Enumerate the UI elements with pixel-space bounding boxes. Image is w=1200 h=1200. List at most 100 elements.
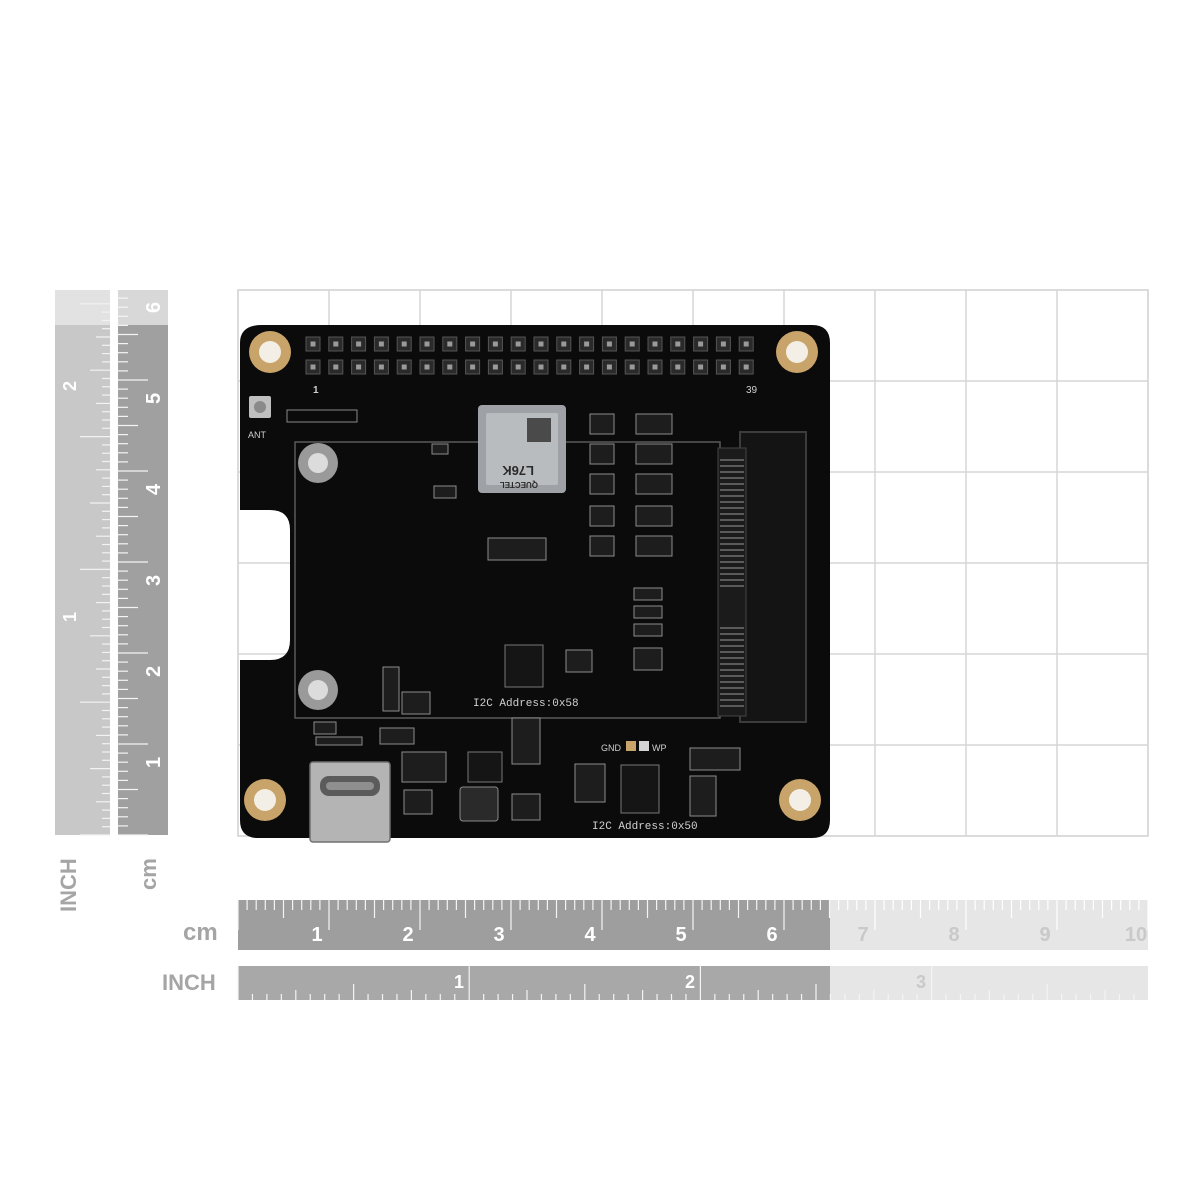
pin39-label: 39	[746, 385, 758, 396]
smd-part	[487, 537, 547, 561]
wp-label: WP	[652, 743, 667, 753]
pin-tip	[675, 364, 681, 370]
smd-part	[313, 721, 337, 735]
smd-part	[511, 793, 541, 821]
standoff	[298, 670, 338, 710]
smd-part	[635, 443, 673, 465]
eeprom-chip	[620, 764, 660, 814]
pin-tip	[447, 364, 453, 370]
smd-part	[635, 413, 673, 435]
usb-c-connector	[309, 761, 391, 843]
smd-part	[633, 623, 663, 637]
ruler-number: 1	[454, 972, 464, 992]
ruler-number: 3	[916, 972, 926, 992]
pin-tip	[698, 364, 704, 370]
smd-part	[382, 666, 400, 712]
smd-components	[313, 413, 741, 821]
smd-part	[574, 763, 606, 803]
pin-tip	[424, 364, 430, 370]
pin-tip	[515, 341, 521, 347]
ruler-number: 2	[60, 381, 80, 391]
pin-tip	[743, 341, 749, 347]
smd-part	[589, 413, 615, 435]
pin-tip	[629, 341, 635, 347]
pin-tip	[470, 341, 476, 347]
pin-tip	[743, 364, 749, 370]
pin-tip	[606, 364, 612, 370]
smd-part	[689, 747, 741, 771]
ruler-number: 6	[143, 302, 165, 313]
ruler-bottom-inch	[237, 966, 1148, 1000]
smd-part	[633, 647, 663, 671]
pin-tip	[720, 364, 726, 370]
ruler-unit-label: INCH	[162, 970, 216, 995]
smd-part	[589, 443, 615, 465]
pin-tip	[515, 364, 521, 370]
ruler-number: 4	[143, 483, 165, 495]
module-brand: QUECTEL	[500, 480, 538, 489]
pin-tip	[401, 341, 407, 347]
pin-tip	[378, 364, 384, 370]
antenna-label: ANT	[248, 430, 267, 440]
ruler-number: 8	[948, 924, 959, 946]
gnd-label: GND	[601, 743, 622, 753]
standoff	[298, 443, 338, 483]
pin-tip	[310, 341, 316, 347]
smd-part	[589, 535, 615, 557]
mounting-hole	[779, 779, 821, 821]
ruler-number: 3	[493, 924, 504, 946]
ruler-number: 4	[584, 924, 596, 946]
pin-tip	[447, 341, 453, 347]
pin-tip	[424, 341, 430, 347]
mounting-hole	[249, 331, 291, 373]
smd-part	[635, 505, 673, 527]
pin-tip	[333, 364, 339, 370]
smd-part	[635, 535, 673, 557]
eeprom-chip	[504, 644, 544, 688]
pin-tip	[584, 364, 590, 370]
smd-part	[431, 443, 449, 455]
ruler-number: 5	[675, 924, 686, 946]
ruler-bottom-cm	[237, 900, 1149, 950]
ruler-number: 1	[311, 924, 322, 946]
smd-part	[689, 775, 717, 817]
ruler-number: 2	[685, 972, 695, 992]
pin-tip	[652, 364, 658, 370]
ruler-number: 7	[857, 924, 868, 946]
ruler-unit-label: cm	[183, 919, 218, 946]
pin-tip	[561, 364, 567, 370]
smd-part	[401, 691, 431, 715]
pin-tip	[561, 341, 567, 347]
ruler-left-cm	[118, 290, 168, 836]
ruler-number: 1	[143, 757, 165, 768]
smd-part	[589, 473, 615, 495]
pin-tip	[584, 341, 590, 347]
pin-tip	[538, 364, 544, 370]
regulator-chip	[467, 751, 503, 783]
pin-tip	[401, 364, 407, 370]
smd-part	[401, 751, 447, 783]
ruler-number: 5	[143, 393, 165, 404]
gnss-module: L76K QUECTEL	[478, 405, 566, 493]
pin-tip	[606, 341, 612, 347]
ruler-unit-label: INCH	[56, 858, 81, 912]
pin-tip	[492, 341, 498, 347]
pin-tip	[698, 341, 704, 347]
smd-part	[403, 789, 433, 815]
pin-tip	[356, 341, 362, 347]
i2c-address-label: I2C Address:0x50	[592, 821, 698, 833]
pin-tip	[356, 364, 362, 370]
pcb-board: 1 39 ANT L76K QUECTEL I2C Address:0x58	[240, 325, 830, 843]
smd-part	[433, 485, 457, 499]
pin1-label: 1	[313, 385, 319, 396]
module-model: L76K	[502, 463, 534, 478]
ruler-number: 9	[1039, 924, 1050, 946]
inductor	[459, 786, 499, 822]
smd-part	[379, 727, 415, 745]
ruler-unit-label: cm	[136, 858, 161, 890]
ruler-number: 2	[402, 924, 413, 946]
ruler-number: 2	[143, 666, 165, 677]
pin-tip	[720, 341, 726, 347]
smd-part	[633, 605, 663, 619]
